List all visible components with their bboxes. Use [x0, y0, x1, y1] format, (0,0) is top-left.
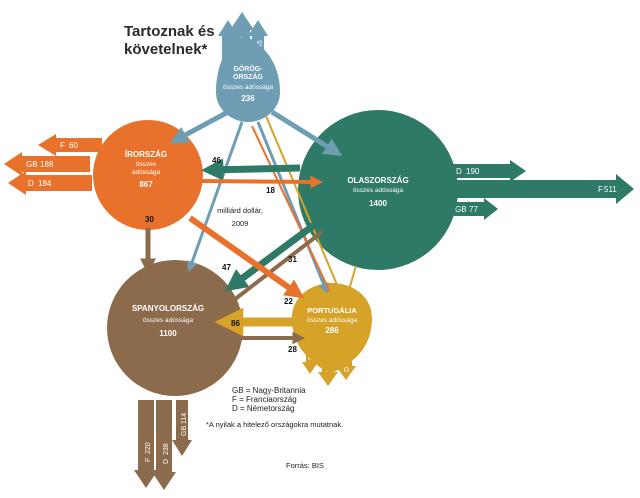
- portugal-claim-germany-label: D: [344, 367, 351, 372]
- flow-ireland-to-spain: 30: [139, 215, 157, 275]
- italy-claim-britain-value: 77: [469, 205, 478, 214]
- ireland-claim-britain-arrow: GB 188: [4, 152, 90, 176]
- greece-name-line-1: GÖRÖG-: [233, 64, 263, 73]
- flow-ireland-to-italy: 18: [201, 175, 324, 195]
- ireland-claim-germany-label: D: [28, 179, 34, 188]
- portugal-name: PORTUGÁLIA: [307, 306, 357, 315]
- greece-shape: [216, 36, 280, 122]
- portugal-value: 286: [325, 326, 339, 335]
- flow-italy-to-portugal: 31: [232, 230, 357, 303]
- title-line-2: követelnek*: [124, 41, 208, 58]
- italy-claim-britain-label: GB: [455, 205, 467, 214]
- flow-ireland-portugal-value: 22: [284, 297, 293, 306]
- spain-claim-germany-label: D: [163, 459, 170, 464]
- ireland-value: 867: [139, 180, 153, 189]
- flow-ireland-to-portugal: 22: [188, 215, 305, 306]
- spain-shape: [107, 260, 243, 396]
- ireland-claim-france-label: F: [60, 141, 65, 150]
- portugal-sub: összes adóssága: [307, 317, 358, 324]
- legend-line-3: D = Németország: [232, 404, 294, 413]
- spain-claim-france-label: F: [145, 458, 152, 462]
- title-line-1: Tartoznak és: [124, 23, 215, 40]
- italy-name: OLASZORSZÁG: [347, 176, 408, 185]
- ireland-name: ÍRORSZÁG: [125, 150, 167, 159]
- flow-ireland-italy-value: 18: [266, 186, 275, 195]
- spain-claim-france-value: 220: [145, 442, 152, 454]
- flow-italy-to-ireland: 46: [201, 156, 301, 181]
- flow-spain-to-portugal: 86: [214, 307, 312, 337]
- ireland-claim-germany-arrow: D 184: [8, 171, 92, 195]
- ireland-sub-line-1: összes: [136, 161, 157, 168]
- footnote: *A nyilak a hitelező országokra mutatnak…: [206, 420, 343, 429]
- unit-label-line-1: milliárd dollár,: [217, 206, 263, 215]
- greece-name-line-2: ORSZÁG: [233, 72, 264, 81]
- greece-value: 236: [241, 94, 255, 103]
- greece-claim-germany-value: 45: [257, 40, 264, 48]
- legend-line-2: F = Franciaország: [232, 395, 297, 404]
- ireland-claim-france-value: 60: [69, 141, 78, 150]
- spain-sub: összes adóssága: [143, 317, 194, 324]
- spain-claim-britain-value: 114: [181, 413, 188, 424]
- italy-claim-france-value: 511: [604, 185, 617, 194]
- italy-claim-germany-arrow: D 190: [450, 160, 526, 182]
- spain-value: 1100: [159, 329, 177, 338]
- flow-italy-spain-value: 47: [222, 263, 231, 272]
- spain-claim-germany-value: 238: [163, 443, 170, 455]
- italy-claim-france-label: F: [598, 185, 603, 194]
- unit-label-line-2: 2009: [232, 219, 249, 228]
- italy-claim-germany-label: D: [456, 167, 462, 176]
- spain-claim-britain-arrow: GB 114: [172, 400, 192, 456]
- ireland-claim-britain-label: GB: [26, 160, 38, 169]
- portugal-shape: [292, 283, 372, 372]
- spain-claim-germany-arrow: D 238: [152, 400, 176, 490]
- italy-sub: összes adóssága: [353, 187, 404, 194]
- ireland-shape: [93, 120, 203, 230]
- source: Forrás: BIS: [286, 461, 324, 470]
- flow-portugal-to-spain: 28: [238, 331, 306, 354]
- greece-links: [169, 109, 343, 295]
- flow-italy-ireland-value: 46: [212, 156, 221, 165]
- ireland-claim-germany-value: 184: [38, 179, 52, 188]
- italy-claim-britain-arrow: GB 77: [448, 198, 498, 220]
- italy-claim-france-arrow: F 511: [450, 174, 634, 204]
- spain-name: SPANYOLORSZÁG: [132, 304, 204, 313]
- legend-line-1: GB = Nagy-Britannia: [232, 386, 306, 395]
- spain-claim-france-arrow: F 220: [134, 400, 158, 488]
- flow-portugal-spain-value: 28: [288, 345, 297, 354]
- flow-ireland-spain-value: 30: [145, 215, 154, 224]
- greece-sub: összes adóssága: [223, 84, 274, 91]
- spain-claim-britain-label: GB: [181, 426, 188, 436]
- flow-italy-to-spain: 47: [222, 219, 321, 292]
- italy-claim-germany-value: 190: [466, 167, 480, 176]
- flow-spain-portugal-value: 86: [231, 319, 240, 328]
- ireland-sub-line-2: adóssága: [132, 169, 161, 176]
- flow-italy-portugal-value: 31: [288, 255, 297, 264]
- ireland-claim-britain-value: 188: [40, 160, 54, 169]
- italy-value: 1400: [369, 199, 387, 208]
- ireland-claim-france-arrow: F 60: [38, 134, 102, 156]
